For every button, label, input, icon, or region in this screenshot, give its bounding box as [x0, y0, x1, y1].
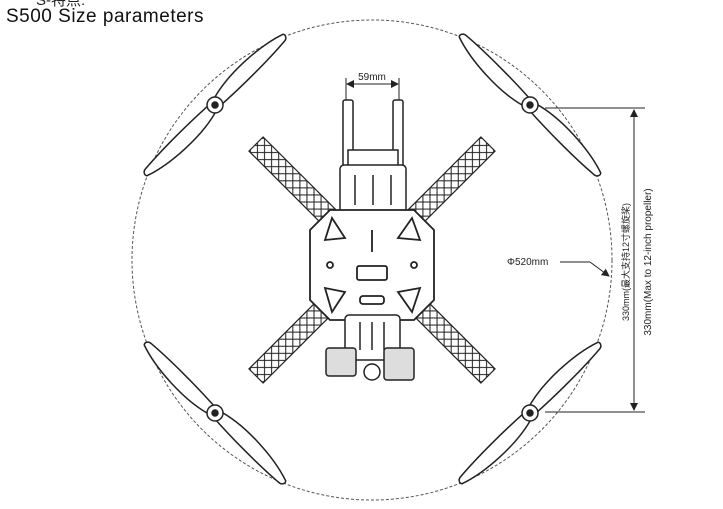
width-dimension-label: 59mm: [358, 72, 386, 83]
propeller-bottom-left: [143, 341, 287, 485]
diameter-leader: [560, 261, 610, 277]
propeller-top-right: [458, 33, 602, 177]
page-title: S500 Size parameters: [6, 6, 204, 27]
top-assembly: [339, 99, 407, 216]
propeller-bottom-right: [458, 341, 602, 485]
side-dimension: [545, 107, 645, 413]
center-plate: [309, 209, 435, 321]
width-dimension: [345, 78, 400, 100]
diameter-label: Φ520mm: [507, 257, 548, 268]
propellers: [143, 33, 602, 485]
gimbal-assembly: [325, 314, 415, 381]
side-dimension-label-cn: 330mm(最大支持12寸螺旋桨): [620, 203, 631, 321]
cropped-heading-text: S-特点:: [36, 0, 86, 9]
side-dimension-label-en: 330mm(Max to 12-inch propeller): [643, 188, 654, 335]
propeller-top-left: [143, 33, 287, 177]
propeller-span-circle: [131, 19, 613, 501]
